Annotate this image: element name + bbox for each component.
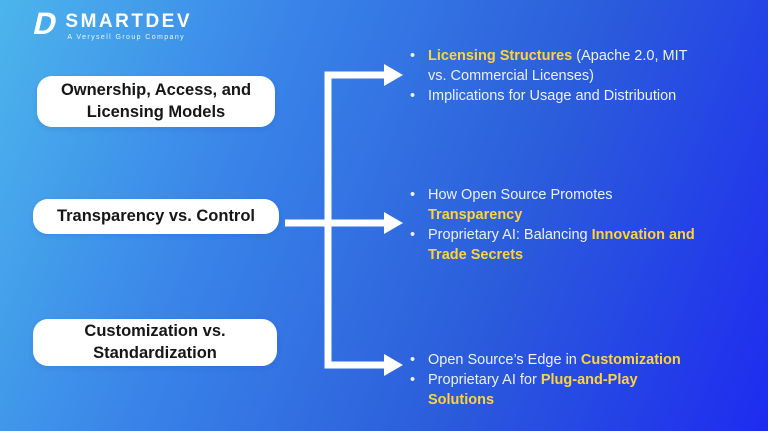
highlighted-text: Innovation and: [591, 227, 695, 243]
smartdev-logo: D SMARTDEV A Verysell Group Company: [30, 6, 192, 42]
smartdev-logo-icon: D: [30, 6, 61, 41]
bullet-group-customization: • Open Source’s Edge in Customization • Pro…: [410, 350, 755, 410]
bullet-item: • Licensing Structures (Apache 2.0, MIT vs…: [410, 46, 755, 86]
bullet-line: Proprietary AI: Balancing Innovation and: [428, 225, 755, 245]
plain-text: Open Source’s Edge in: [428, 352, 581, 368]
bullet-line: Licensing Structures (Apache 2.0, MIT: [428, 46, 755, 66]
bullet-dot-icon: •: [410, 187, 416, 203]
bullet-line: How Open Source Promotes: [428, 185, 755, 205]
plain-text: vs. Commercial Licenses): [428, 68, 594, 84]
bullet-line: Proprietary AI for Plug-and-Play: [428, 370, 755, 390]
highlighted-text: Transparency: [428, 207, 523, 223]
brand-tagline: A Verysell Group Company: [67, 33, 186, 41]
arrowhead-middle-icon: [384, 212, 403, 234]
highlighted-text: Customization: [580, 352, 681, 368]
highlighted-text: Trade Secrets: [428, 247, 524, 263]
plain-text: Proprietary AI: Balancing: [428, 227, 592, 243]
topic-box-transparency-control: Transparency vs. Control: [33, 199, 279, 234]
logo-text-block: SMARTDEV A Verysell Group Company: [65, 8, 192, 41]
topic-box-ownership-licensing: Ownership, Access, and Licensing Models: [37, 76, 275, 127]
bullet-dot-icon: •: [410, 372, 416, 388]
arrowhead-top-icon: [384, 64, 403, 86]
plain-text: Proprietary AI for: [428, 372, 541, 388]
highlighted-text: Plug-and-Play: [540, 372, 638, 388]
bullet-line: Implications for Usage and Distribution: [428, 86, 755, 106]
bullet-line: Open Source’s Edge in Customization: [428, 350, 755, 370]
plain-text: Implications for Usage and Distribution: [428, 88, 677, 104]
bullet-item: • Open Source’s Edge in Customization: [410, 350, 755, 370]
bullet-dot-icon: •: [410, 352, 416, 368]
highlighted-text: Solutions: [428, 392, 495, 408]
bullet-line: Transparency: [428, 205, 755, 225]
bullet-lines: Proprietary AI: Balancing Innovation and…: [428, 225, 755, 265]
highlighted-text: Licensing Structures: [428, 48, 573, 64]
bullet-line: Trade Secrets: [428, 245, 755, 265]
brand-name: SMARTDEV: [65, 10, 193, 32]
bullet-dot-icon: •: [410, 48, 416, 64]
bullet-dot-icon: •: [410, 88, 416, 104]
bullet-dot-icon: •: [410, 227, 416, 243]
bullet-item: • Implications for Usage and Distribution: [410, 86, 755, 106]
bullet-line: vs. Commercial Licenses): [428, 66, 755, 86]
bullet-lines: Licensing Structures (Apache 2.0, MIT vs.…: [428, 46, 755, 86]
arrowhead-bottom-icon: [384, 354, 403, 376]
bullet-group-licensing: • Licensing Structures (Apache 2.0, MIT vs…: [410, 46, 755, 106]
plain-text: (Apache 2.0, MIT: [572, 48, 688, 64]
plain-text: How Open Source Promotes: [428, 187, 613, 203]
bullet-item: • Proprietary AI: Balancing Innovation an…: [410, 225, 755, 265]
arrow-lines: [285, 71, 386, 369]
bullet-lines: Open Source’s Edge in Customization: [428, 350, 755, 370]
arrow-heads: [384, 64, 403, 376]
bullet-line: Solutions: [428, 390, 755, 410]
bullet-lines: Implications for Usage and Distribution: [428, 86, 755, 106]
topic-box-customization-standardization: Customization vs. Standardization: [33, 319, 277, 366]
